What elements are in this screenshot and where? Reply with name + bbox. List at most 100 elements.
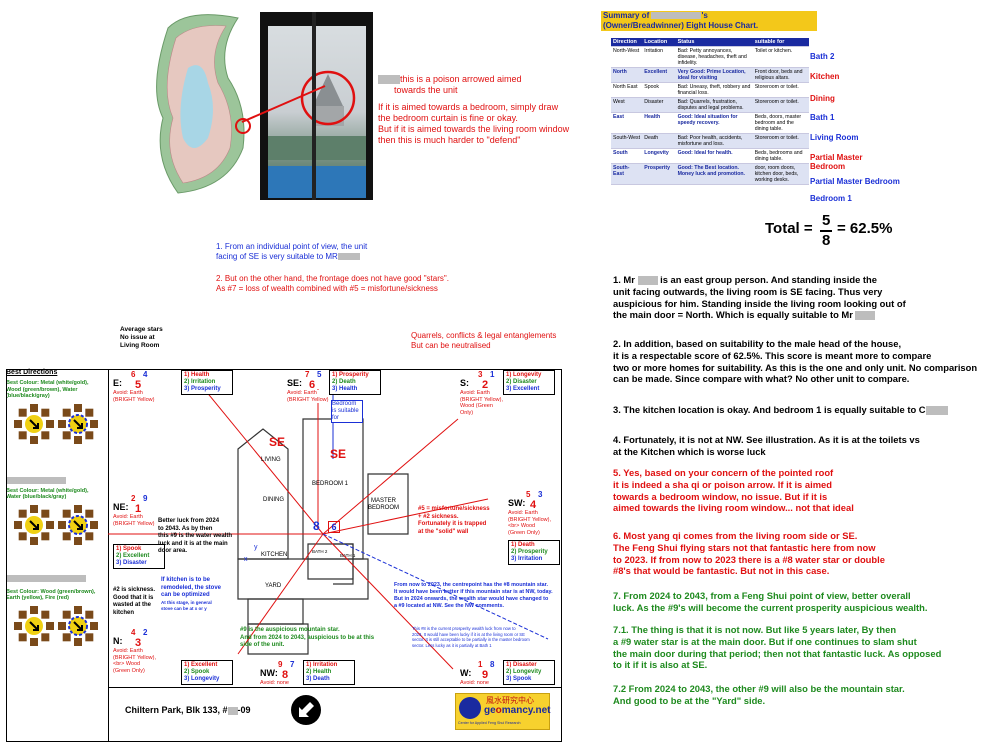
table-cell: Front door, beds and religious altars. <box>752 67 809 83</box>
table-header: Location <box>642 38 676 47</box>
stove-y: y <box>254 544 258 551</box>
table-cell: Good: Ideal for health. <box>675 148 753 164</box>
table-cell: Health <box>642 112 676 134</box>
summary-side-label: Kitchen <box>810 72 840 81</box>
sector-avoid: Avoid: Earth (BRIGHT Yellow) <box>113 514 157 527</box>
geomancy-logo: 風水研究中心 geomancy.net Center for Applied F… <box>455 693 551 730</box>
table-cell: Bad: Poor health, accidents, misfortune … <box>675 133 753 149</box>
table-cell: Toilet or kitchen. <box>752 46 809 68</box>
star-base: 3 <box>135 637 142 649</box>
table-cell: Storeroom or toilet. <box>752 133 809 149</box>
right-note-5: 5. Yes, based on your concern of the poi… <box>613 467 854 514</box>
sector-label: E: <box>113 378 122 388</box>
stove-x: x <box>244 556 248 563</box>
site-plan-map <box>148 8 258 198</box>
se-bedroom-note: Bedroom is suitable for <box>331 400 363 423</box>
mountain-note: #9 is the auspicious mountain star.And f… <box>240 627 375 648</box>
summary-title: Summary of 's (Owner/Breadwinner) Eight … <box>601 11 817 31</box>
table-cell: Death <box>642 133 676 149</box>
star-base: 8 <box>282 669 289 681</box>
star-mountain: 5 <box>526 490 531 499</box>
star-mountain: 1 <box>478 660 483 669</box>
star-mountain: 9 <box>278 660 283 669</box>
table-cell: Bad: Quarrels, frustration, disputes and… <box>675 97 753 113</box>
star-water: 9 <box>143 494 148 503</box>
sector-avoid: Avoid: Earth (BRIGHT Yellow),<br> Wood (… <box>508 510 552 536</box>
room-dining: DINING <box>263 497 284 503</box>
star-base: 9 <box>482 669 489 681</box>
floor-plan-drawing <box>108 378 549 670</box>
sector-label: SE: <box>287 378 303 388</box>
table-cell: Excellent <box>642 67 676 83</box>
right-note-2: 2. In addition, based on suitability to … <box>613 338 978 385</box>
summary-side-label: Partial Master Bedroom <box>810 153 863 171</box>
center-star-8: 8 <box>313 519 320 533</box>
table-cell: Bad: Uneasy, theft, robbery and financia… <box>675 82 753 98</box>
table-cell: Disaster <box>642 97 676 113</box>
table-cell: North <box>611 67 643 83</box>
sw-note: #5 = misfortune/sickness+ #2 sickness.Fo… <box>418 506 490 535</box>
table-cell: Prosperity <box>642 163 676 185</box>
sector-label: N: <box>113 636 123 646</box>
room-bath2: BATH 2 <box>312 549 328 554</box>
table-cell: East <box>611 112 643 134</box>
star-water: 2 <box>143 628 148 637</box>
summary-side-label: Partial Master Bedroom <box>810 177 900 186</box>
right-note-1: 1. Mr is an east group person. And stand… <box>613 274 906 321</box>
table-cell: South-West <box>611 133 643 149</box>
room-yard: YARD <box>265 583 282 589</box>
table-cell: Very Good: Prime Location, ideal for vis… <box>675 67 753 83</box>
poison-arrow-link <box>241 85 326 123</box>
table-cell: Irritation <box>642 46 676 68</box>
table-cell: Storeroom or toilet. <box>752 97 809 113</box>
bagua-figure-3 <box>14 605 98 646</box>
center-star-6: 6 <box>328 521 340 533</box>
logo-icon <box>459 697 481 719</box>
table-cell: South-East <box>611 163 643 185</box>
star-mountain: 6 <box>131 370 136 379</box>
room-bath1: BATH 1 <box>340 553 356 558</box>
star-base: 5 <box>135 379 142 391</box>
sector-label: NW: <box>260 668 278 678</box>
bagua-figure-1 <box>14 403 98 444</box>
summary-side-label: Bedroom 1 <box>810 194 852 203</box>
right-note-7-2: 7.2 From 2024 to 2043, the other #9 will… <box>613 683 905 706</box>
star-water: 7 <box>290 660 295 669</box>
star-base: 1 <box>135 503 142 515</box>
table-header: Status <box>675 38 753 47</box>
table-cell: Good: The Best location. Money luck and … <box>675 163 753 185</box>
room-se-label-1: SE <box>269 435 286 449</box>
table-cell: West <box>611 97 643 113</box>
star-water: 1 <box>490 370 495 379</box>
star-mountain: 7 <box>305 370 310 379</box>
sector-label: SW: <box>508 498 526 508</box>
right-note-3: 3. The kitchen location is okay. And bed… <box>613 404 993 416</box>
sector-label: S: <box>460 378 469 388</box>
table-cell: Spook <box>642 82 676 98</box>
compass-arrow-icon <box>291 695 321 725</box>
sector-avoid: Avoid: none <box>460 680 504 687</box>
unit-address: Chiltern Park, Blk 133, #-09 <box>125 705 251 715</box>
star-mountain: 3 <box>478 370 483 379</box>
sector-avoid: Avoid: Earth (BRIGHT Yellow) <box>287 390 331 403</box>
star-water: 8 <box>490 660 495 669</box>
period-note: From now to 2023, the centrepoint has th… <box>394 582 553 609</box>
table-cell: North-West <box>611 46 643 68</box>
